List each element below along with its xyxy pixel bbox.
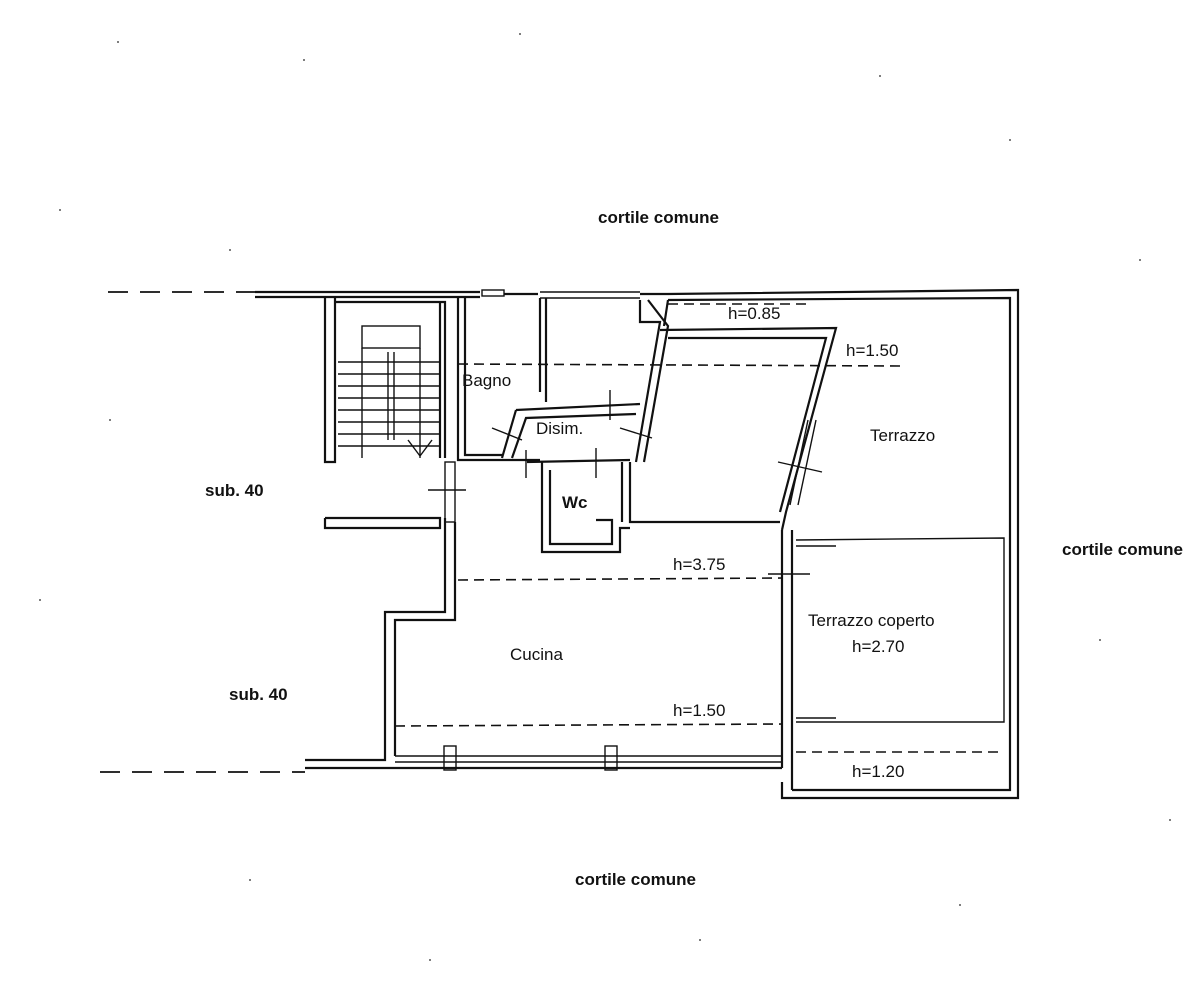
label-cortile-right: cortile comune xyxy=(1062,540,1183,559)
exterior-walls xyxy=(255,288,1020,800)
room-wc: Wc xyxy=(562,493,588,512)
height-label-375: h=3.75 xyxy=(673,555,725,574)
height-label-120: h=1.20 xyxy=(852,762,904,781)
height-lines xyxy=(394,303,1004,753)
room-cucina: Cucina xyxy=(510,645,563,664)
room-terrazzo-coperto: Terrazzo coperto xyxy=(808,611,935,630)
room-disim: Disim. xyxy=(536,419,583,438)
label-sub40-lower: sub. 40 xyxy=(229,685,288,704)
room-terrazzo-coperto-height: h=2.70 xyxy=(852,637,904,656)
interior-walls xyxy=(428,298,1005,723)
label-cortile-top: cortile comune xyxy=(598,208,719,227)
staircase xyxy=(338,325,440,458)
label-cortile-bottom: cortile comune xyxy=(575,870,696,889)
room-terrazzo: Terrazzo xyxy=(870,426,935,445)
label-sub40-upper: sub. 40 xyxy=(205,481,264,500)
height-label-150-top: h=1.50 xyxy=(846,341,898,360)
scan-specks xyxy=(39,33,1171,961)
height-label-150-bottom: h=1.50 xyxy=(673,701,725,720)
height-label-085: h=0.85 xyxy=(728,304,780,323)
room-bagno: Bagno xyxy=(462,371,511,390)
